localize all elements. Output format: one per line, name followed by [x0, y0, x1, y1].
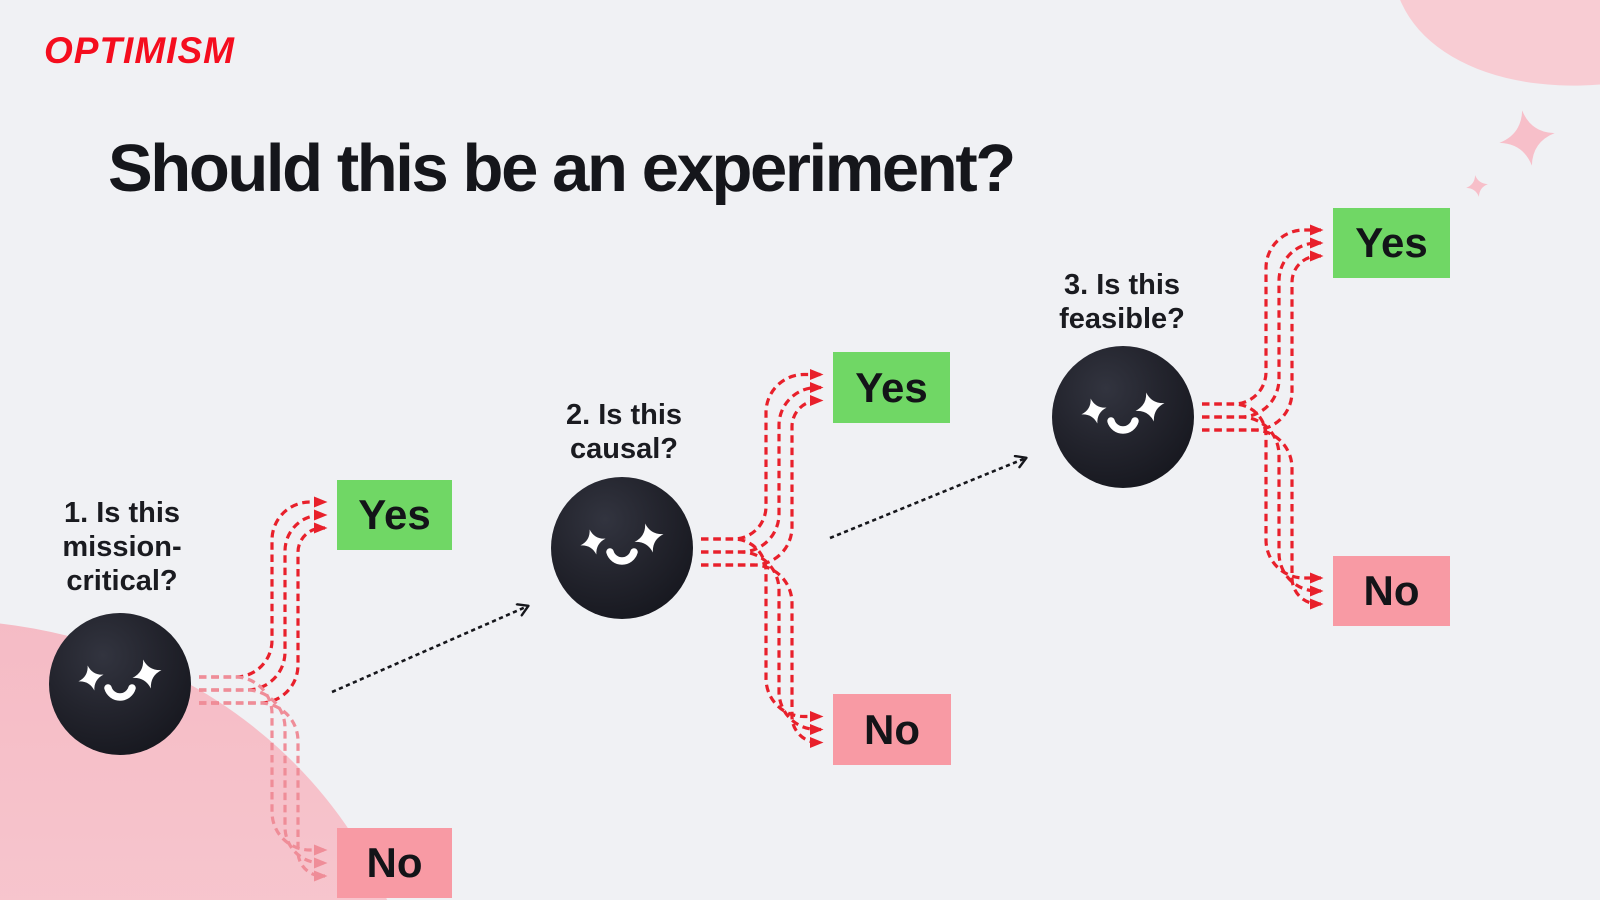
question-line: critical?: [66, 565, 178, 597]
yes-box-q1: Yes: [337, 480, 452, 550]
pink-blob-top-right: [1392, 0, 1600, 86]
question-line: 2. Is this: [565, 399, 683, 431]
flow-arrow-yes-q2: [701, 382, 824, 554]
yes-box-q2: Yes: [833, 352, 950, 423]
smile-icon: [1107, 417, 1139, 434]
flow-arrow-no-q2: [701, 537, 824, 722]
character-ball: [551, 477, 693, 619]
yes-box-q3: Yes: [1333, 208, 1450, 278]
sparkle-eye-right-icon: [132, 659, 162, 689]
flow-arrow-yes-q1: [199, 496, 328, 679]
page-title: Should this be an experiment?: [108, 131, 1016, 206]
sparkle-eye-left-icon: [1081, 398, 1107, 424]
flow-arrow-no-q1: [199, 701, 328, 882]
flow-arrow-no-q3: [1202, 402, 1324, 584]
sparkle-icon: [1466, 175, 1488, 197]
question-line: mission-: [62, 531, 182, 563]
character-ball: [1052, 346, 1194, 488]
no-box-q1: No: [337, 828, 452, 898]
question-line: 1. Is this: [63, 497, 181, 529]
no-box-q3: No: [1333, 556, 1450, 626]
smile-icon: [606, 548, 638, 565]
flow-arrow-no-q3: [1202, 415, 1324, 597]
dotted-connector-arrow-1: [331, 606, 528, 694]
flow-arrow-no-q2: [701, 563, 824, 748]
flow-arrow-no-q3: [1202, 428, 1324, 610]
character-q1: [49, 613, 191, 755]
flow-arrow-yes-q3: [1202, 237, 1324, 419]
sparkle-eye-left-icon: [580, 529, 606, 555]
sparkle-eye-right-icon: [634, 523, 664, 553]
no-box-q2: No: [833, 694, 951, 765]
flow-arrow-yes-q2: [701, 395, 824, 567]
question-line: feasible?: [1059, 303, 1185, 335]
flow-arrow-yes-q2: [701, 369, 824, 541]
character-ball: [49, 613, 191, 755]
flow-arrow-no-q1: [199, 688, 328, 869]
flow-arrow-no-q1: [199, 675, 328, 856]
sparkle-icon: [1499, 110, 1555, 166]
sparkle-eye-left-icon: [78, 665, 104, 691]
flow-arrow-no-q2: [701, 550, 824, 735]
dotted-connector-arrow-2: [829, 458, 1026, 540]
flow-arrow-yes-q3: [1202, 224, 1324, 406]
character-q2: [551, 477, 693, 619]
sparkle-eye-right-icon: [1135, 392, 1165, 422]
character-q3: [1052, 346, 1194, 488]
question-line: 3. Is this: [1063, 269, 1181, 301]
question-line: causal?: [569, 433, 678, 465]
brand-logo: OPTIMISM: [44, 30, 235, 71]
smile-icon: [104, 684, 136, 701]
